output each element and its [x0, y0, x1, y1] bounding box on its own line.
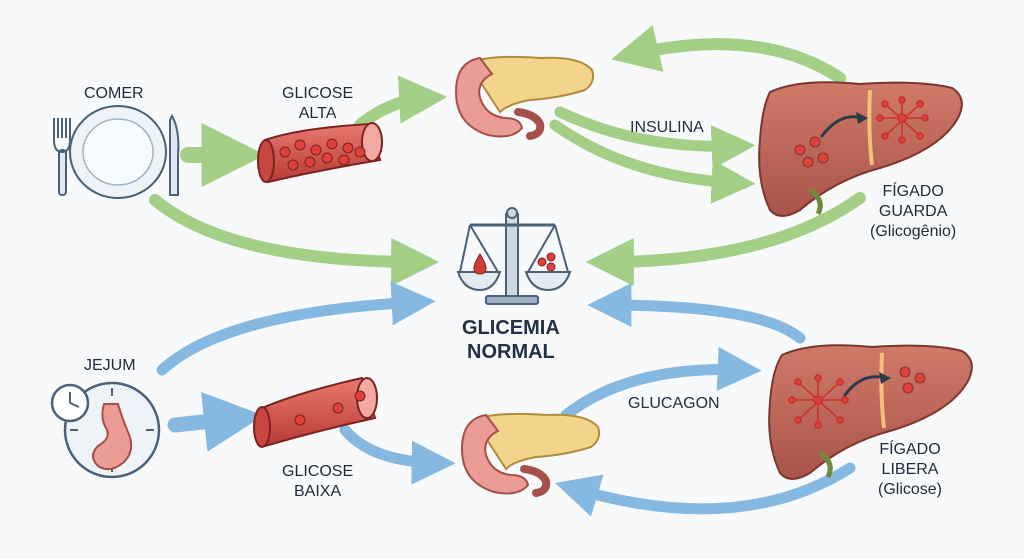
pancreas-bottom-icon	[460, 412, 601, 497]
liver-release-line2: LIBERA	[881, 461, 939, 478]
liver-top-icon	[758, 81, 963, 217]
glucose-low-line2: BAIXA	[294, 483, 342, 500]
glucose-low-line1: GLICOSE	[282, 463, 354, 480]
insulin-label: INSULINA	[630, 119, 704, 136]
center-line2: NORMAL	[467, 341, 555, 363]
arrow-pancreas-insulin-2	[549, 119, 756, 204]
glucose-high-line2: ALTA	[298, 105, 337, 122]
fasting-pathway-arrows	[156, 281, 856, 517]
arrow-liver-to-pancreas	[611, 25, 846, 84]
center-label: GLICEMIA NORMAL	[462, 316, 560, 364]
arrow-pancreas-insulin-1	[554, 106, 756, 170]
arrow-pancreas-glucagon	[560, 346, 762, 421]
liver-release-label: FÍGADO LIBERA (Glicose)	[878, 440, 942, 500]
clock-stomach-icon	[50, 381, 161, 479]
arrow-liver-to-center	[585, 192, 866, 286]
arrow-liver-to-pancreas-low	[555, 462, 856, 517]
liver-store-line1: FÍGADO	[882, 183, 944, 200]
liver-store-label: FÍGADO GUARDA (Glicogênio)	[870, 182, 956, 242]
liver-store-line3: (Glicogênio)	[870, 223, 957, 240]
pancreas-top-icon	[454, 55, 595, 140]
liver-bottom-icon	[768, 344, 973, 480]
balance-scale-icon	[456, 207, 572, 305]
blood-vessel-low-icon	[253, 376, 378, 448]
arrow-liver-to-center-low	[587, 283, 806, 344]
glucose-low-label: GLICOSE BAIXA	[282, 462, 353, 502]
glucagon-label: GLUCAGON	[628, 395, 720, 412]
fed-pathway-arrows	[149, 25, 866, 286]
glucose-high-line1: GLICOSE	[282, 85, 354, 102]
glucose-high-label: GLICOSE ALTA	[282, 84, 353, 124]
liver-release-line3: (Glicose)	[878, 481, 943, 498]
glycogen-network-bottom	[788, 374, 849, 429]
arrow-fast-to-center	[156, 281, 436, 376]
fork-icon	[53, 118, 71, 196]
arrow-vessel-to-pancreas	[354, 75, 448, 131]
glycogen-network	[876, 96, 929, 144]
liver-store-line2: GUARDA	[878, 203, 948, 220]
arrow-vessel-to-pancreas-low	[339, 424, 456, 485]
plate-icon	[53, 105, 180, 199]
center-line1: GLICEMIA	[462, 317, 560, 339]
eat-label: COMER	[84, 85, 144, 102]
arrow-clock-to-vessel	[167, 392, 264, 452]
glucose-dots-bottom	[899, 366, 926, 394]
knife-icon	[169, 113, 180, 196]
liver-release-line1: FÍGADO	[879, 441, 941, 458]
arrow-plate-to-center	[149, 194, 440, 286]
glucose-dots	[794, 136, 829, 168]
fast-label: JEJUM	[84, 357, 136, 374]
blood-vessel-high-icon	[257, 122, 383, 184]
